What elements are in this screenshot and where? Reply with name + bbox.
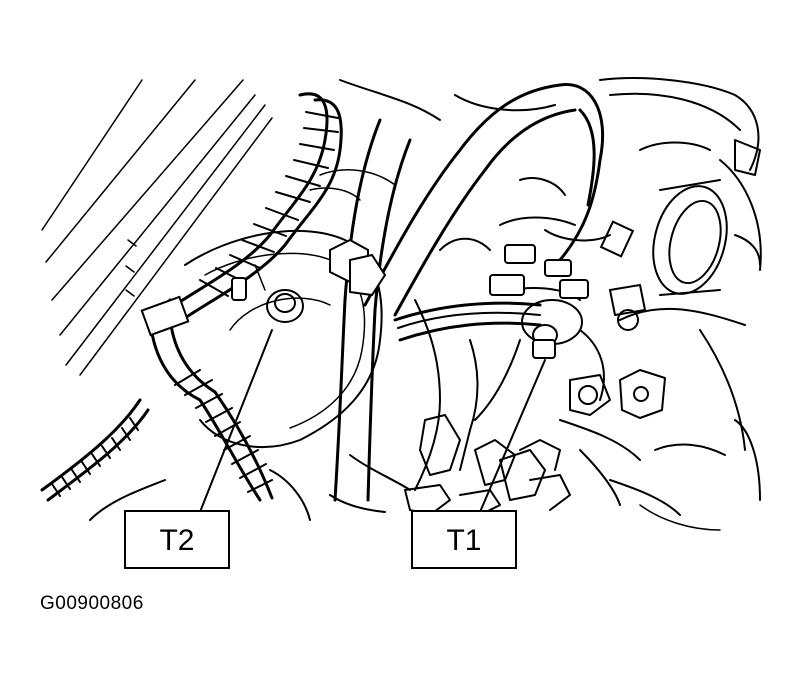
leader-lines [199, 329, 546, 513]
hood-edge-lines [41, 79, 273, 376]
intake-assembly [544, 77, 762, 501]
lower-mechanism [89, 299, 726, 531]
callout-t2-text: T2 [159, 524, 194, 557]
hex-nut-left [329, 238, 387, 297]
callout-t1: T1 [411, 510, 517, 569]
callout-t2: T2 [124, 510, 230, 569]
torque-rod [393, 287, 605, 421]
callout-t1-text: T1 [446, 524, 481, 557]
strut-tower [184, 169, 396, 448]
corrugated-harness [40, 92, 343, 502]
t1-leader-line [479, 359, 546, 513]
figure-id: G00900806 [40, 593, 144, 614]
sensor-bolts [439, 177, 646, 331]
upper-hoses [333, 79, 605, 502]
t2-leader-line [199, 329, 273, 513]
